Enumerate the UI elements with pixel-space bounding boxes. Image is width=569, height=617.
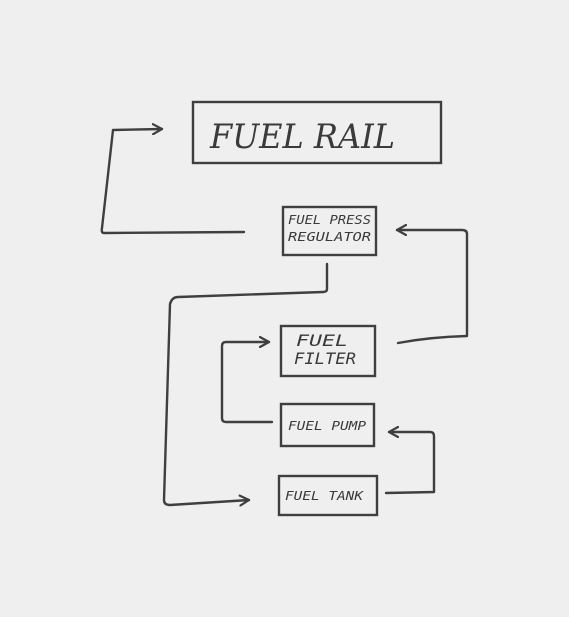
tank-label: FUEL TANK	[285, 489, 364, 503]
filter-box	[279, 324, 377, 378]
fuel-rail-box	[191, 100, 443, 165]
pump-box	[279, 402, 376, 448]
node-filter: FUEL FILTER	[279, 324, 377, 378]
edge-pump-to-filter	[220, 342, 274, 424]
tank-box	[277, 474, 379, 517]
edge-filter-to-regulator	[395, 230, 469, 345]
regulator-box	[281, 205, 378, 257]
node-fuel-rail: FUEL RAIL	[191, 100, 443, 165]
node-pump: FUEL PUMP	[279, 402, 376, 448]
edge-regulator-to-fuel-rail	[100, 129, 246, 235]
filter-label-line2: FILTER	[294, 349, 356, 368]
pump-label: FUEL PUMP	[288, 419, 367, 433]
edge-regulator-to-tank	[162, 262, 329, 505]
fuel-rail-label: FUEL RAIL	[209, 117, 395, 157]
filter-label-line1: FUEL	[296, 331, 348, 350]
node-regulator: FUEL PRESS REGULATOR	[281, 205, 378, 257]
regulator-label-line1: FUEL PRESS	[288, 213, 371, 227]
regulator-label-line2: REGULATOR	[288, 230, 371, 244]
edge-tank-to-pump	[384, 432, 436, 495]
node-tank: FUEL TANK	[277, 474, 379, 517]
